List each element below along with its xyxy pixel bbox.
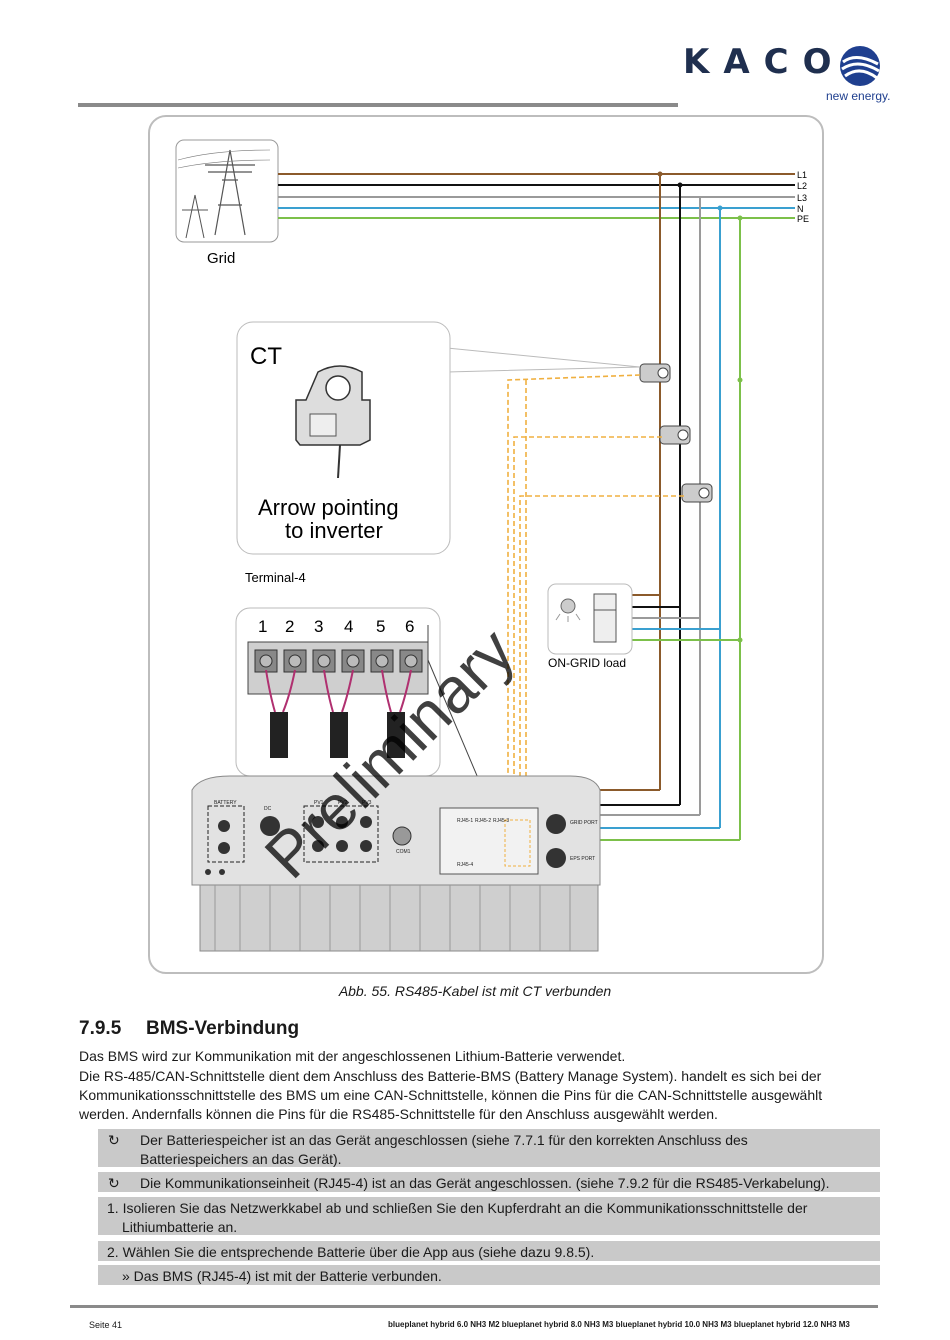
inverter-label-pv3: PV3: [362, 800, 372, 806]
paragraph-2-line-3: werden. Andernfalls können die Pins für …: [79, 1106, 718, 1122]
inverter-label-battery: BATTERY: [214, 800, 237, 806]
line-label-l2: L2: [797, 181, 807, 191]
ct-arrow-text-2: to inverter: [285, 518, 383, 543]
precondition-row-1: ↻ Der Batteriespeicher ist an das Gerät …: [98, 1129, 880, 1167]
step-row-1: 1. Isolieren Sie das Netzwerkkabel ab un…: [98, 1197, 880, 1235]
inverter-label-rj45-2: RJ45-2: [475, 818, 491, 824]
terminal-label: Terminal-4: [245, 570, 306, 585]
step-row-2: 2. Wählen Sie die entsprechende Batterie…: [98, 1241, 880, 1261]
lamp-icon: [555, 598, 581, 622]
inverter-label-pv1: PV1: [314, 800, 324, 806]
inverter-label-pv2: PV2: [338, 800, 348, 806]
terminal-number-1: 1: [258, 617, 267, 636]
section-title: BMS-Verbindung: [146, 1018, 300, 1039]
page-number: Seite 41: [89, 1320, 123, 1330]
paragraph-1: Das BMS wird zur Kommunikation mit der a…: [79, 1048, 626, 1064]
terminal-number-3: 3: [314, 617, 323, 636]
inverter-icon: [191, 775, 601, 952]
section-number: 7.9.5: [79, 1018, 122, 1039]
inverter-label-eps-port: EPS PORT: [570, 856, 595, 862]
logo-wordmark: KACO: [683, 42, 846, 82]
precondition-2-text: Die Kommunikationseinheit (RJ45-4) ist a…: [140, 1175, 830, 1191]
ct-clamp-l1-icon: [639, 363, 671, 383]
wiring-diagram: Grid L1 L2 L3 N PE: [175, 139, 809, 952]
paragraph-2-line-2: Kommunikationsschnittstelle des BMS um e…: [79, 1087, 823, 1103]
inverter-labels: BATTERY DC PV1 PV2 PV3 COM1 RJ45-1 RJ45-…: [214, 800, 598, 868]
terminal-number-2: 2: [285, 617, 294, 636]
terminal-block-icon: [247, 625, 501, 831]
line-label-l1: L1: [797, 170, 807, 180]
line-label-n: N: [797, 204, 804, 214]
ct-clamp-l2-icon: [659, 425, 691, 445]
step-2-text: 2. Wählen Sie die entsprechende Batterie…: [107, 1244, 595, 1260]
ct-title: CT: [250, 343, 282, 370]
inverter-label-rj45-4: RJ45-4: [457, 862, 473, 868]
precondition-1-line-1: Der Batteriespeicher ist an das Gerät an…: [140, 1132, 748, 1148]
inverter-label-dc: DC: [264, 806, 272, 812]
rs485-dashed-wires: [507, 374, 684, 830]
header-rule: [78, 103, 678, 107]
inverter-label-com1: COM1: [396, 849, 411, 855]
inverter-label-rj45-1: RJ45-1: [457, 818, 473, 824]
inverter-label-rj45-3: RJ45-3: [493, 818, 509, 824]
ct-sensor-icon: [295, 365, 371, 479]
terminal-number-6: 6: [405, 617, 414, 636]
load-box: [547, 583, 633, 655]
line-label-pe: PE: [797, 214, 809, 224]
vertical-wires: [575, 171, 743, 841]
line-label-l3: L3: [797, 193, 807, 203]
ct-clamp-l3-icon: [681, 483, 713, 503]
step-1-line-2: Lithiumbatterie an.: [122, 1219, 238, 1235]
repeat-icon: ↻: [108, 1175, 120, 1191]
inverter-label-grid-port: GRID PORT: [570, 820, 598, 826]
grid-bus-lines: [278, 173, 795, 219]
terminal-number-4: 4: [344, 617, 353, 636]
terminal-number-5: 5: [376, 617, 385, 636]
terminal-numbers: 1 2 3 4 5 6: [258, 617, 414, 636]
result-row: » Das BMS (RJ45-4) ist mit der Batterie …: [98, 1265, 880, 1285]
ct-callout-pointer: [446, 347, 641, 373]
logo-tagline: new energy.: [826, 89, 891, 103]
load-label: ON-GRID load: [548, 656, 626, 670]
kaco-logo-icon: [840, 46, 880, 86]
footer-rule: [70, 1305, 878, 1308]
repeat-icon: ↻: [108, 1132, 120, 1148]
result-text: » Das BMS (RJ45-4) ist mit der Batterie …: [122, 1268, 442, 1284]
paragraph-2-line-1: Die RS-485/CAN-Schnittstelle dient dem A…: [79, 1068, 822, 1084]
step-1-line-1: 1. Isolieren Sie das Netzwerkkabel ab un…: [107, 1200, 808, 1216]
footer-models: blueplanet hybrid 6.0 NH3 M2 blueplanet …: [388, 1320, 850, 1329]
fridge-icon: [593, 593, 617, 643]
grid-label: Grid: [207, 250, 235, 267]
grid-tower-icon: [175, 139, 279, 243]
precondition-1-line-2: Batteriespeichers an das Gerät).: [140, 1151, 342, 1167]
figure-caption: Abb. 55. RS485-Kabel ist mit CT verbunde…: [338, 983, 612, 999]
precondition-row-2: ↻ Die Kommunikationseinheit (RJ45-4) ist…: [98, 1172, 880, 1192]
ct-arrow-text-1: Arrow pointing: [258, 495, 399, 520]
